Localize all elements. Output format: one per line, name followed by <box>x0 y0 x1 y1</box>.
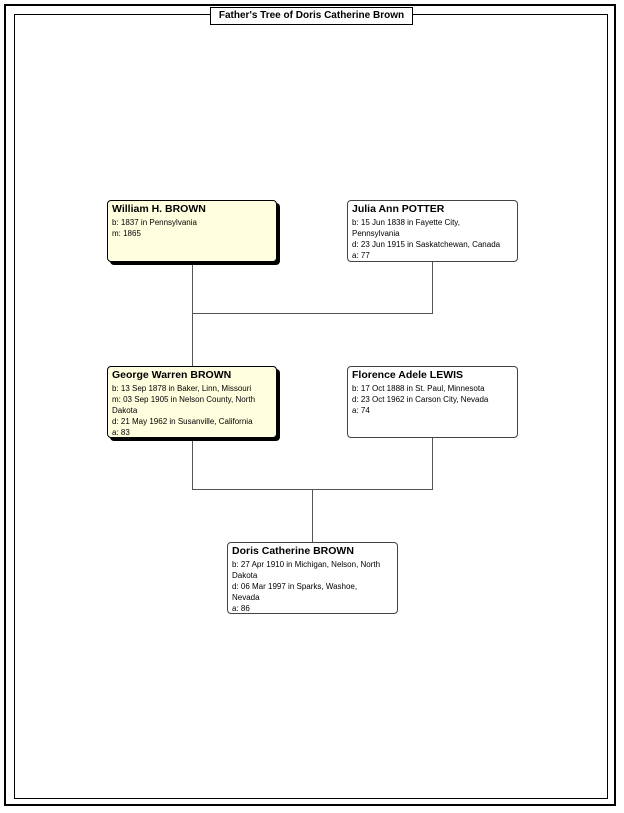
person-name: Florence Adele LEWIS <box>352 369 464 381</box>
person-detail-line: b: 13 Sep 1878 in Baker, Linn, Missouri <box>112 384 252 393</box>
chart-title: Father's Tree of Doris Catherine Brown <box>210 7 413 25</box>
connector-william-down <box>192 262 193 314</box>
person-detail-line: Pennsylvania <box>352 229 400 238</box>
person-detail-line: m: 1865 <box>112 229 141 238</box>
person-detail-line: b: 27 Apr 1910 in Michigan, Nelson, Nort… <box>232 560 381 569</box>
person-box-florence-lewis[interactable]: Florence Adele LEWIS b: 17 Oct 1888 in St… <box>347 366 518 438</box>
person-detail-line: a: 77 <box>352 251 370 260</box>
person-detail-line: d: 21 May 1962 in Susanville, California <box>112 417 253 426</box>
person-detail-line: d: 06 Mar 1997 in Sparks, Washoe, <box>232 582 358 591</box>
connector-gen2-to-doris <box>312 489 313 542</box>
person-box-doris-brown[interactable]: Doris Catherine BROWN b: 27 Apr 1910 in M… <box>227 542 398 614</box>
person-box-julia-potter[interactable]: Julia Ann POTTER b: 15 Jun 1838 in Fayett… <box>347 200 518 262</box>
person-detail-line: Dakota <box>112 406 138 415</box>
person-detail-line: d: 23 Jun 1915 in Saskatchewan, Canada <box>352 240 501 249</box>
person-name: Doris Catherine BROWN <box>232 545 354 557</box>
person-detail-line: a: 83 <box>112 428 130 437</box>
connector-florence-down <box>432 438 433 490</box>
person-name: George Warren BROWN <box>112 369 232 381</box>
person-detail-line: Dakota <box>232 571 258 580</box>
connector-gen1-horizontal <box>192 313 433 314</box>
person-box-george-brown[interactable]: George Warren BROWN b: 13 Sep 1878 in Bak… <box>107 366 277 438</box>
person-name: Julia Ann POTTER <box>352 203 445 215</box>
connector-gen1-to-george <box>192 313 193 366</box>
page-inner-border <box>14 14 608 799</box>
connector-julia-down <box>432 262 433 314</box>
person-detail-line: d: 23 Oct 1962 in Carson City, Nevada <box>352 395 489 404</box>
person-detail-line: Nevada <box>232 593 260 602</box>
person-detail-line: b: 17 Oct 1888 in St. Paul, Minnesota <box>352 384 485 393</box>
person-box-william-brown[interactable]: William H. BROWN b: 1837 in Pennsylvania m… <box>107 200 277 262</box>
person-detail-line: b: 1837 in Pennsylvania <box>112 218 197 227</box>
person-detail-line: a: 86 <box>232 604 250 613</box>
person-detail-line: m: 03 Sep 1905 in Nelson County, North <box>112 395 256 404</box>
connector-george-down <box>192 438 193 490</box>
person-detail-line: a: 74 <box>352 406 370 415</box>
page-outer-border <box>4 4 616 806</box>
person-name: William H. BROWN <box>112 203 206 215</box>
person-detail-line: b: 15 Jun 1838 in Fayette City, <box>352 218 460 227</box>
